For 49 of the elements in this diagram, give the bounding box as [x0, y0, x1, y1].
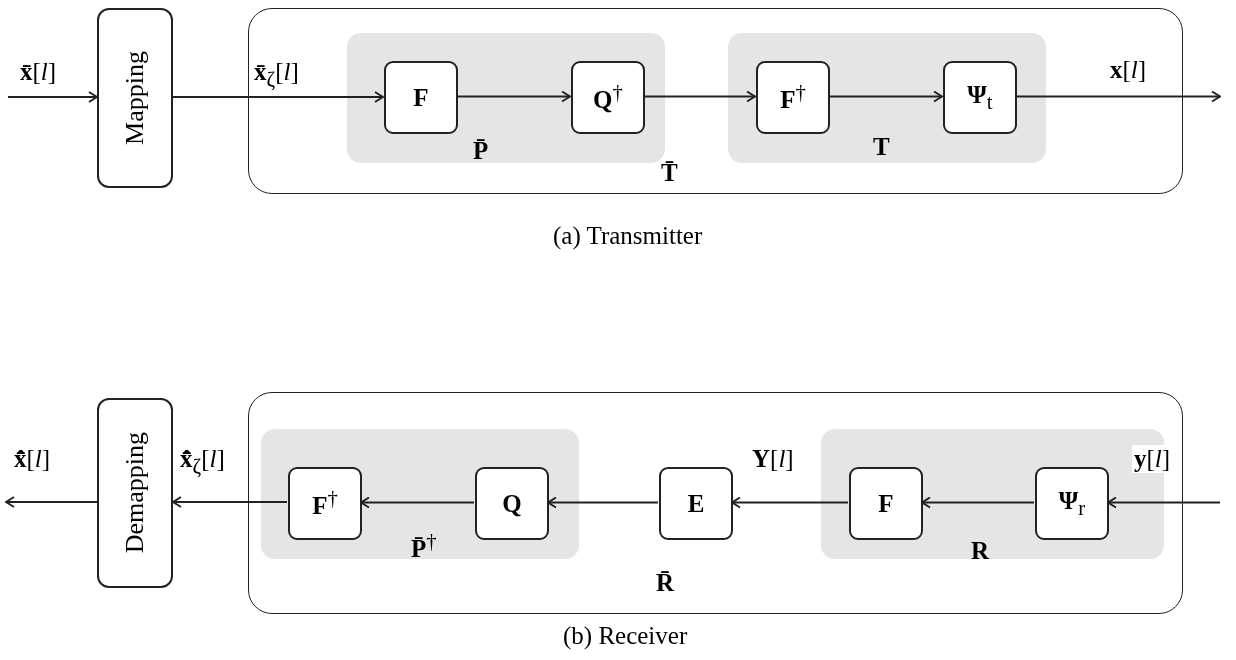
arrow	[547, 496, 659, 509]
matrix-label: T̄	[661, 159, 678, 187]
subsystem-panel	[821, 429, 1164, 559]
arrow	[5, 496, 98, 508]
arrow	[360, 496, 475, 509]
matrix-symbol: Ψ$_{t}$	[967, 80, 993, 115]
matrix-block	[288, 467, 362, 540]
matrix-label: P̄	[473, 137, 489, 165]
matrix-symbol: F	[413, 83, 429, 112]
matrix-symbol: E	[687, 489, 705, 518]
matrix-symbol: F	[878, 489, 894, 518]
arrow	[828, 90, 943, 103]
caption: (a) Transmitter	[553, 222, 703, 250]
block-label: Demapping	[120, 432, 150, 554]
matrix-block	[384, 61, 458, 134]
arrow	[1107, 496, 1221, 509]
matrix-block	[475, 467, 549, 540]
arrow	[7, 91, 98, 103]
arrow	[731, 496, 849, 509]
system-box	[248, 8, 1183, 194]
matrix-symbol: F$^{†}$	[780, 80, 806, 115]
system-box	[248, 392, 1183, 614]
arrow	[921, 496, 1035, 509]
arrow	[172, 91, 384, 103]
matrix-symbol: Q	[502, 489, 522, 518]
matrix-block	[756, 61, 830, 134]
matrix-block	[943, 61, 1017, 134]
arrow	[172, 496, 288, 508]
caption: (b) Receiver	[563, 622, 688, 650]
subsystem-panel	[728, 33, 1046, 163]
matrix-block	[659, 467, 733, 540]
matrix-block	[1035, 467, 1109, 540]
matrix-symbol: Ψ$_{r}$	[1058, 486, 1086, 521]
matrix-symbol: F$^{†}$	[312, 486, 338, 521]
process-box	[97, 398, 173, 588]
matrix-symbol: Q$^{†}$	[593, 80, 623, 115]
arrow	[1015, 90, 1221, 103]
matrix-label: T	[873, 133, 890, 161]
block-label: Mapping	[120, 51, 150, 145]
arrow	[643, 90, 756, 103]
arrow	[456, 90, 571, 103]
subsystem-panel	[261, 429, 579, 559]
matrix-block	[571, 61, 645, 134]
process-box	[97, 8, 173, 188]
subsystem-panel	[347, 33, 665, 163]
matrix-block	[849, 467, 923, 540]
matrix-label: P̄$^{†}$	[411, 529, 437, 564]
matrix-label: R	[971, 537, 990, 565]
matrix-label: R̄	[656, 569, 675, 597]
